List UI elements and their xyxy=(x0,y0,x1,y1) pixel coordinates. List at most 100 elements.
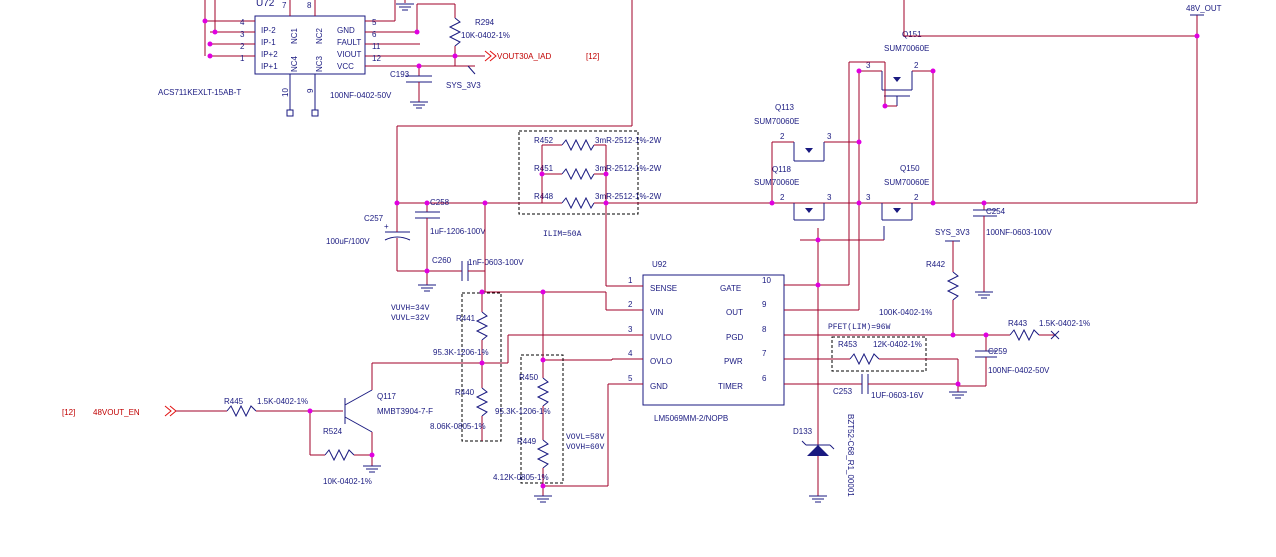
ovlo-divider-group xyxy=(520,354,564,484)
ov-note: VOVL=58V xyxy=(566,433,605,442)
u92-body xyxy=(642,274,785,406)
diode-part: BZT52-C68_R1_00001 xyxy=(846,414,855,497)
r442-resistor: SYS_3V3 R442 100K-0402-1% xyxy=(879,228,970,335)
u92-pin-label: VIN xyxy=(650,308,664,317)
resistor-ref: R441 xyxy=(456,314,476,323)
fet-ref: Q150 xyxy=(900,164,920,173)
resistor-ref: R443 xyxy=(1008,319,1028,328)
vout30-label: VOUT30A_IAD xyxy=(497,52,551,61)
u72-pin-num: 7 xyxy=(282,1,287,10)
u72-pin-num: 2 xyxy=(240,42,245,51)
u72-ref: U72 xyxy=(256,0,275,9)
c259-capacitor: C259 100NF-0402-50V xyxy=(975,335,1050,386)
capacitor-value: 1uF-1206-100V xyxy=(430,227,486,236)
en48-ref: [12] xyxy=(62,408,75,417)
u72-pin-num: 4 xyxy=(240,18,245,27)
capacitor-value: 100uF/100V xyxy=(326,237,370,246)
u72-pin-num: 3 xyxy=(240,30,245,39)
u92-pin-label: GATE xyxy=(720,284,741,293)
u92-pin-num: 6 xyxy=(762,374,767,383)
resistor-value: 100K-0402-1% xyxy=(879,308,932,317)
u72-pin-num: 6 xyxy=(372,30,377,39)
u72-pin-label: IP-1 xyxy=(261,38,276,47)
uvlo-divider: R441 95.3K-1206-1% R440 8.06K-0805-1% VU… xyxy=(391,292,489,441)
resistor-value: 3mR-2512-1%-2W xyxy=(595,192,662,201)
u92-pin-label: SENSE xyxy=(650,284,677,293)
pfet-note: PFET(LIM)=96W xyxy=(828,323,891,332)
fet-part: SUM70060E xyxy=(754,178,799,187)
resistor-value: 8.06K-0805-1% xyxy=(430,422,486,431)
bjt-part: MMBT3904-7-F xyxy=(377,407,433,416)
capacitor-ref: C260 xyxy=(432,256,452,265)
uvl-note: VUVL=32V xyxy=(391,314,430,323)
bjt-ref: Q117 xyxy=(377,392,397,401)
u92-pin-num: 7 xyxy=(762,349,767,358)
capacitor-value: 100NF-0402-50V xyxy=(330,91,392,100)
u92-pin-label: GND xyxy=(650,382,668,391)
fet-pin: 2 xyxy=(780,193,785,202)
fet-ref: Q151 xyxy=(902,30,922,39)
pwr-resistor-group xyxy=(831,336,927,372)
u72-inner-label: NC3 xyxy=(315,55,324,72)
capacitor-value: 1UF-0603-16V xyxy=(871,391,924,400)
resistor-value: 3mR-2512-1%-2W xyxy=(595,136,662,145)
u92-pin-label: PGD xyxy=(726,333,744,342)
u92-pin-num: 1 xyxy=(628,276,633,285)
q118-mosfet: Q118 SUM70060E 2 3 xyxy=(754,165,832,221)
out48-label: 48V_OUT xyxy=(1186,4,1222,13)
capacitor-ref: C253 xyxy=(833,387,853,396)
c254-capacitor: C254 100NF-0603-100V xyxy=(973,203,1052,299)
ovlo-divider: R450 95.3K-1206-1% R449 4.12K-0805-1% VO… xyxy=(493,292,605,503)
fet-part: SUM70060E xyxy=(884,44,929,53)
c253-capacitor: C253 1UF-0603-16V xyxy=(784,374,986,400)
u72-pin-label: GND xyxy=(337,26,355,35)
u92-hotswap-controller: U92 SENSE VIN UVLO OVLO GND GATE OUT PGD… xyxy=(628,260,785,423)
u72-part: ACS711KEXLT-15AB-T xyxy=(158,88,241,97)
resistor-value: 95.3K-1206-1% xyxy=(433,348,489,357)
q113-mosfet: Q113 SUM70060E 2 3 xyxy=(754,103,859,203)
resistor-value: 1.5K-0402-1% xyxy=(257,397,308,406)
q151-mosfet: Q151 SUM70060E 3 2 xyxy=(858,30,934,285)
sense-resistors: R452 3mR-2512-1%-2W R451 3mR-2512-1%-2W … xyxy=(534,136,662,286)
u72-pin-num: 11 xyxy=(372,42,381,51)
u92-pin-label: PWR xyxy=(724,357,743,366)
u92-pin-num: 5 xyxy=(628,374,633,383)
u92-pin-label: TIMER xyxy=(718,382,743,391)
fet-pin: 2 xyxy=(914,193,919,202)
capacitor-value: 100NF-0402-50V xyxy=(988,366,1050,375)
en48-label: 48VOUT_EN xyxy=(93,408,140,417)
ovh-note: VOVH=60V xyxy=(566,443,605,452)
resistor-value: 3mR-2512-1%-2W xyxy=(595,164,662,173)
ground-symbol xyxy=(394,0,414,21)
resistor-value: 12K-0402-1% xyxy=(873,340,922,349)
sys3v3-label: SYS_3V3 xyxy=(446,81,481,90)
q117-enable-circuit: [12] 48VOUT_EN R445 1.5K-0402-1% R524 10… xyxy=(62,362,508,486)
u72-pin-label: FAULT xyxy=(337,38,361,47)
u72-pin-label: VIOUT xyxy=(337,50,362,59)
resistor-value: 95.3K-1206-1% xyxy=(495,407,551,416)
u92-ref: U92 xyxy=(652,260,667,269)
sys3v3-label: SYS_3V3 xyxy=(935,228,970,237)
ilim-note: ILIM=50A xyxy=(543,230,582,239)
vout30-ref: [12] xyxy=(586,52,599,61)
r453-resistor: R453 12K-0402-1% xyxy=(784,340,959,386)
q150-mosfet: Q150 SUM70060E 3 2 xyxy=(818,164,929,241)
resistor-value: 10K-0402-1% xyxy=(461,31,510,40)
u72-inner-label: NC4 xyxy=(290,55,299,72)
resistor-ref: R440 xyxy=(455,388,475,397)
c193-capacitor: C193 100NF-0402-50V SYS_3V3 xyxy=(330,65,481,109)
u72-body xyxy=(254,15,366,75)
u92-pin-num: 8 xyxy=(762,325,767,334)
fet-part: SUM70060E xyxy=(754,117,799,126)
uv-note: VUVH=34V xyxy=(391,304,430,313)
r294-resistor: R294 10K-0402-1% xyxy=(416,3,510,66)
u72-pin-num: 10 xyxy=(281,88,290,97)
u92-pin-num: 9 xyxy=(762,300,767,309)
resistor-value: 4.12K-0805-1% xyxy=(493,473,549,482)
capacitor-value: 100NF-0603-100V xyxy=(986,228,1052,237)
capacitor-ref: C259 xyxy=(988,347,1008,356)
u92-pin-num: 10 xyxy=(762,276,771,285)
u72-current-sensor: U72 4 3 2 1 IP-2 IP-1 IP+2 IP+1 NC1 NC4 … xyxy=(158,0,485,117)
u72-pin-num: 12 xyxy=(372,54,381,63)
